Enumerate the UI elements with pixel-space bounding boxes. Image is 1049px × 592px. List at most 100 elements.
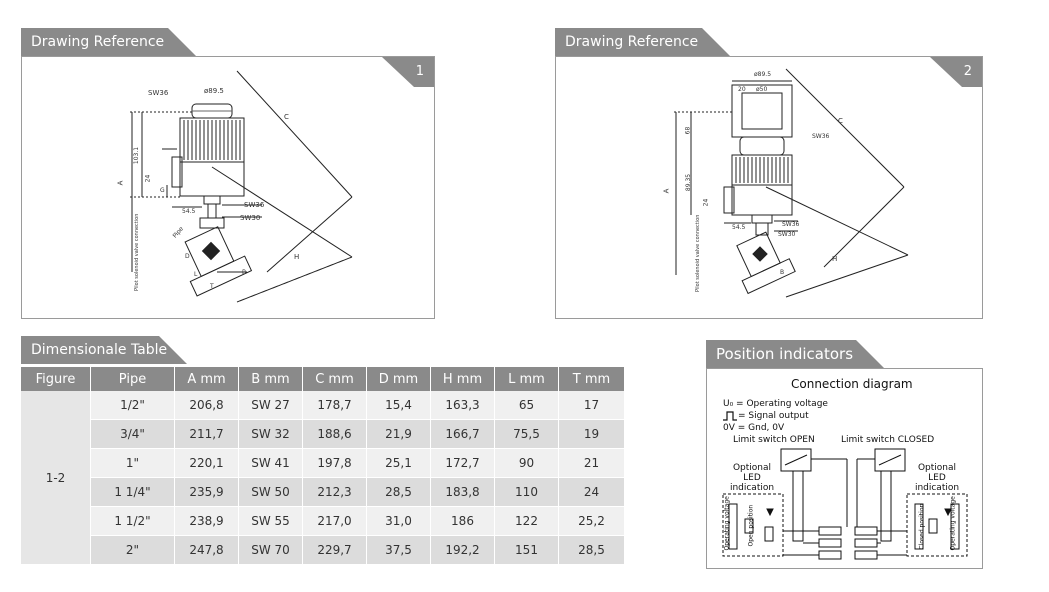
label-b-2: B — [780, 269, 785, 276]
legend-gnd: 0V = Gnd, 0V — [723, 423, 785, 433]
label-24: 24 — [144, 174, 152, 183]
limit-switch-open-label: Limit switch OPEN — [733, 435, 815, 445]
label-sw36-top: SW36 — [148, 89, 169, 97]
cell-l: 151 — [494, 535, 559, 565]
cell-t: 17 — [558, 391, 625, 420]
led-left-label: Optional LED indication — [729, 463, 775, 493]
header-a: A mm — [174, 367, 239, 391]
label-c: C — [284, 113, 289, 121]
cell-c: 197,8 — [302, 448, 367, 478]
label-h-2: H — [832, 255, 838, 263]
cell-t: 25,2 — [558, 506, 625, 536]
position-indicators-tab: Position indicators — [706, 340, 884, 368]
header-figure: Figure — [21, 367, 91, 391]
label-54: 54.5 — [182, 208, 196, 215]
label-sw30-2: SW30 — [778, 231, 796, 238]
cell-b: SW 32 — [238, 419, 303, 449]
legend-signal-output: = Signal output — [738, 411, 809, 421]
cell-c: 217,0 — [302, 506, 367, 536]
label-b: B — [242, 269, 247, 276]
valve-drawing-1 — [130, 70, 353, 303]
wiring-diagram — [722, 448, 968, 560]
led-right-label: Optional LED indication — [914, 463, 960, 493]
label-diameter: ø89.5 — [204, 87, 224, 95]
table-header-row: Figure Pipe A mm B mm C mm D mm H mm L m… — [21, 367, 625, 391]
label-pilot: Pilot solenoid valve connection — [134, 213, 140, 291]
cell-l: 90 — [494, 448, 559, 478]
cell-c: 188,6 — [302, 419, 367, 449]
cell-d: 15,4 — [366, 391, 431, 420]
cell-c: 212,3 — [302, 477, 367, 507]
dimensional-table-tab: Dimensionale Table — [21, 336, 187, 364]
cell-a: 206,8 — [174, 391, 239, 420]
cell-l: 122 — [494, 506, 559, 536]
label-g: G — [160, 187, 165, 194]
vertical-label-operating-voltage-left: Operating voltage — [723, 496, 731, 551]
label-pilot-2: Pilot solenoid valve connection — [695, 214, 701, 292]
cell-d: 28,5 — [366, 477, 431, 507]
label-a-2: A — [662, 188, 671, 194]
cell-a: 247,8 — [174, 535, 239, 565]
cell-l: 110 — [494, 477, 559, 507]
cell-d: 21,9 — [366, 419, 431, 449]
figure-cell: 1-2 — [21, 391, 91, 565]
label-54-2: 54.5 — [732, 224, 746, 231]
cell-a: 220,1 — [174, 448, 239, 478]
cell-h: 183,8 — [430, 477, 495, 507]
cell-l: 65 — [494, 391, 559, 420]
table-row: 1 1/2" 238,9 SW 55 217,0 31,0 186 122 25… — [21, 506, 625, 536]
cell-pipe: 1 1/4" — [90, 477, 175, 507]
cell-b: SW 41 — [238, 448, 303, 478]
table-row: 1-2 1/2" 206,8 SW 27 178,7 15,4 163,3 65… — [21, 391, 625, 565]
dimensional-table: Figure Pipe A mm B mm C mm D mm H mm L m… — [21, 367, 625, 565]
valve-drawing-2 — [674, 68, 909, 298]
cell-t: 21 — [558, 448, 625, 478]
cell-b: SW 55 — [238, 506, 303, 536]
cell-c: 178,7 — [302, 391, 367, 420]
label-24-2: 24 — [702, 198, 710, 207]
cell-d: 31,0 — [366, 506, 431, 536]
header-pipe: Pipe — [90, 367, 175, 391]
label-h: H — [294, 253, 300, 261]
cell-a: 235,9 — [174, 477, 239, 507]
cell-pipe: 3/4" — [90, 419, 175, 449]
header-t: T mm — [558, 367, 625, 391]
cell-l: 75,5 — [494, 419, 559, 449]
table-row: 1" 220,1 SW 41 197,8 25,1 172,7 90 21 — [21, 448, 625, 478]
label-t: T — [210, 283, 214, 290]
cell-h: 166,7 — [430, 419, 495, 449]
cell-a: 211,7 — [174, 419, 239, 449]
cell-h: 163,3 — [430, 391, 495, 420]
limit-switch-closed-label: Limit switch CLOSED — [841, 435, 935, 445]
drawing-reference-tab-1: Drawing Reference — [21, 28, 196, 56]
label-a: A — [116, 180, 125, 186]
header-c: C mm — [302, 367, 367, 391]
label-20: 20 — [738, 86, 746, 93]
cell-h: 192,2 — [430, 535, 495, 565]
cell-b: SW 50 — [238, 477, 303, 507]
cell-a: 238,9 — [174, 506, 239, 536]
cell-t: 19 — [558, 419, 625, 449]
label-l: L — [194, 271, 198, 278]
table-row: 2" 247,8 SW 70 229,7 37,5 192,2 151 28,5 — [21, 535, 625, 565]
vertical-label-closed-position: Closed position — [918, 503, 926, 550]
label-diameter-2: ø89.5 — [754, 71, 772, 78]
label-d: D — [185, 253, 190, 260]
cell-d: 37,5 — [366, 535, 431, 565]
vertical-label-operating-voltage-right: Operating voltage — [949, 496, 957, 551]
cell-c: 229,7 — [302, 535, 367, 565]
connection-diagram-title: Connection diagram — [791, 377, 913, 391]
cell-h: 186 — [430, 506, 495, 536]
label-89: 89.35 — [685, 173, 693, 192]
table-row: 3/4" 211,7 SW 32 188,6 21,9 166,7 75,5 1… — [21, 419, 625, 449]
cell-b: SW 70 — [238, 535, 303, 565]
label-d50: ø50 — [756, 86, 768, 93]
drawing-reference-tab-2: Drawing Reference — [555, 28, 730, 56]
legend-operating-voltage: U₀ = Operating voltage — [723, 399, 828, 409]
cell-h: 172,7 — [430, 448, 495, 478]
cell-t: 28,5 — [558, 535, 625, 565]
connection-diagram-panel: Connection diagram U₀ = Operating voltag… — [706, 368, 983, 569]
label-c-2: C — [838, 117, 843, 125]
header-b: B mm — [238, 367, 303, 391]
signal-output-icon — [723, 411, 737, 421]
